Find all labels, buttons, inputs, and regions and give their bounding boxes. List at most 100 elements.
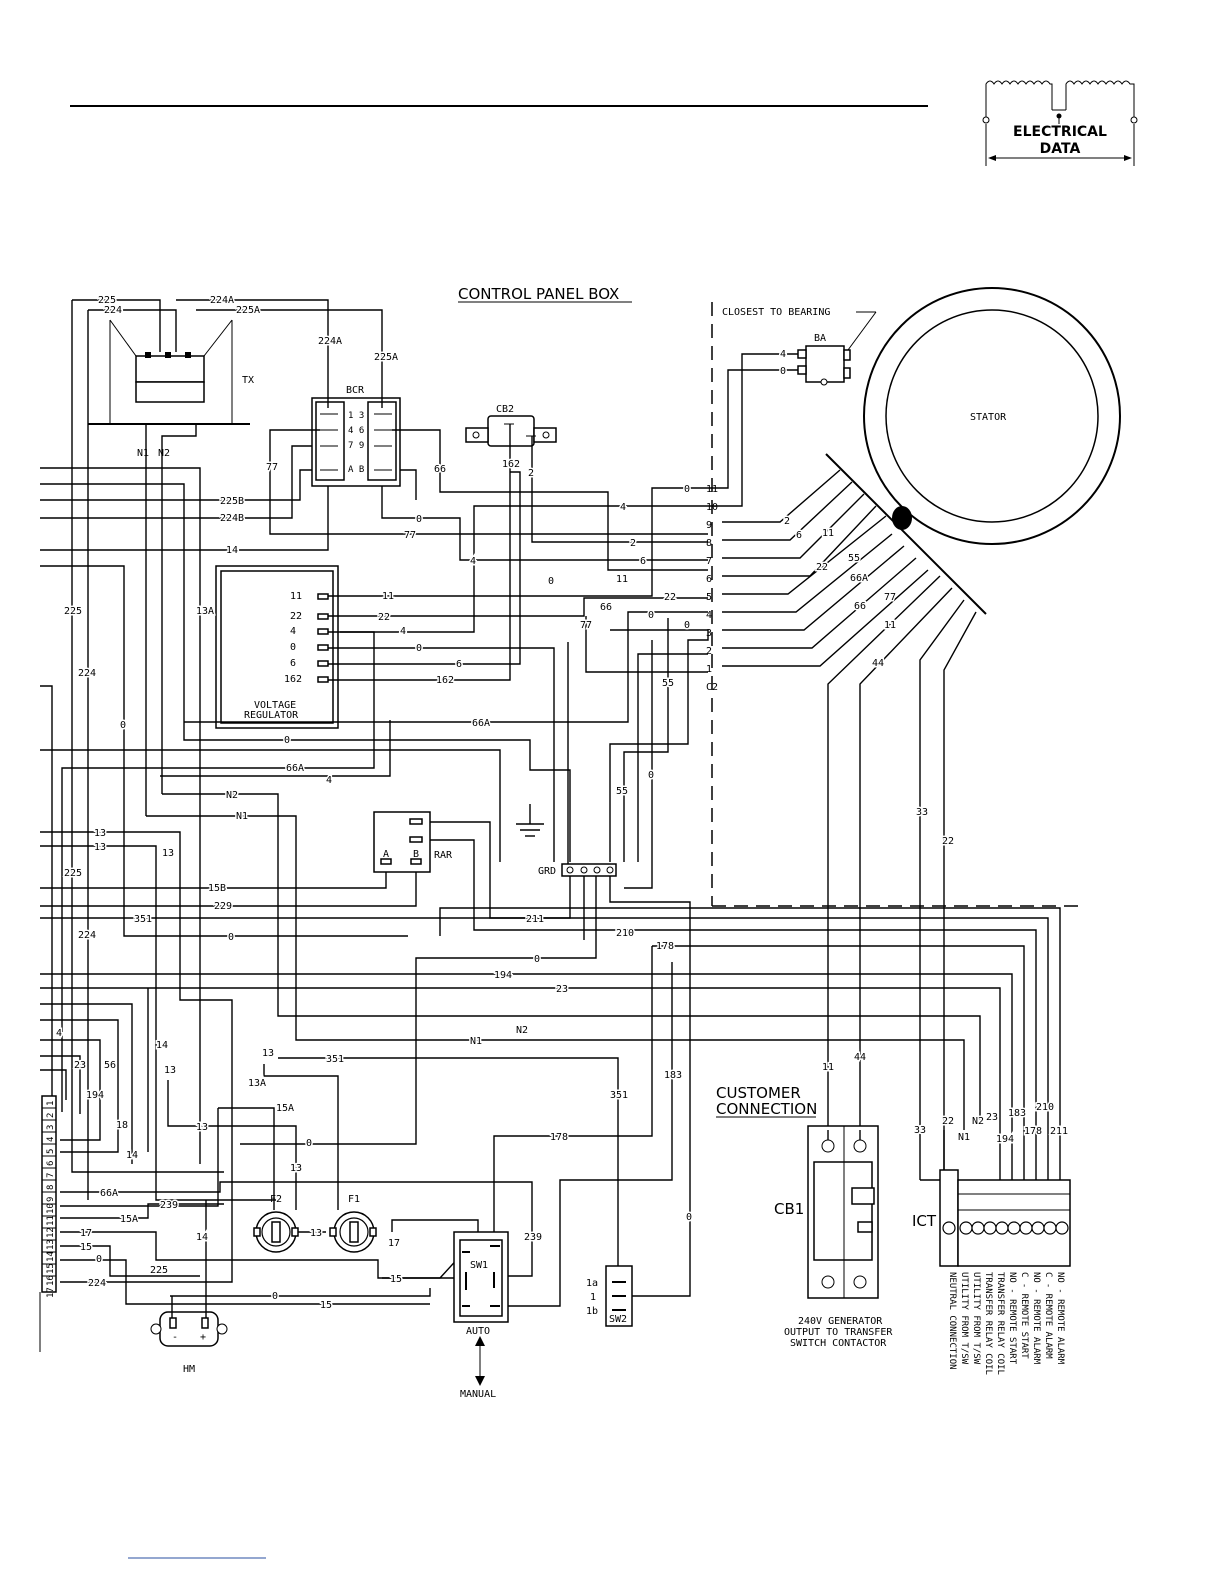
strip-pin-5: 5 (46, 1149, 56, 1154)
wire-label-14: 14 (226, 545, 238, 556)
wire-label-13-low: 13 (262, 1048, 274, 1059)
closest-to-bearing: CLOSEST TO BEARING (722, 307, 830, 318)
grd-label: GRD (538, 866, 556, 877)
wire-label-13A-low: 13A (248, 1078, 266, 1089)
wire-label-4-ba: 4 (780, 349, 786, 360)
wire-label-194-strip: 194 (86, 1090, 104, 1101)
wire-label-13-fuse: 13 (310, 1228, 322, 1239)
wire-label-13-b: 13 (94, 842, 106, 853)
wire-label-17-strip: 17 (80, 1228, 92, 1239)
stator-lead-44: 44 (872, 658, 884, 669)
wire-label-225-top: 225 (98, 295, 116, 306)
wire-label-11-line: 11 (616, 574, 628, 585)
ict-terminal-block: ICT NEUTRAL CONNECTION UTILITY FROM T/SW… (912, 1101, 1071, 1375)
wire-label-183: 183 (664, 1070, 682, 1081)
wire-label-0-f: 0 (306, 1138, 312, 1149)
wire-label-0-sw2: 0 (686, 1212, 692, 1223)
wire-label-N1: N1 (236, 811, 248, 822)
sw1-label: SW1 (470, 1260, 488, 1271)
ict-desc-9: NO - REMOTE ALARM (1055, 1272, 1065, 1365)
wire-label-0-mid: 0 (284, 735, 290, 746)
wire-label-44-cb1: 44 (854, 1052, 866, 1063)
wire-label-162-vr: 162 (436, 675, 454, 686)
wire-label-77-line: 77 (404, 530, 416, 541)
c2-pin-10: 10 (706, 502, 718, 513)
wire-label-239-left: 239 (160, 1200, 178, 1211)
switch-sw1: SW1 AUTO MANUAL (453, 1231, 509, 1400)
wire-label-0-bcr: 0 (416, 514, 422, 525)
ict-desc-4: TRANSFER RELAY COIL (995, 1272, 1005, 1375)
sw1-auto: AUTO (466, 1326, 490, 1337)
wire-label-224B: 224B (220, 513, 244, 524)
ict-wire-194: 194 (996, 1134, 1014, 1145)
wire-label-13-c: 13 (162, 848, 174, 859)
ict-desc-2: UTILITY FROM T/SW (971, 1272, 981, 1365)
wire-label-66A-left: 66A (286, 763, 304, 774)
wire-label-225A-top: 225A (236, 305, 260, 316)
wire-label-0-strip: 0 (96, 1254, 102, 1265)
ict-wire-N2: N2 (972, 1116, 984, 1127)
stator-lead-77: 77 (884, 592, 896, 603)
ict-wire-33: 33 (914, 1125, 926, 1136)
wire-label-14-hm: 14 (196, 1232, 208, 1243)
switch-sw2: 1a 1 1b SW2 (586, 1265, 633, 1327)
electrical-data-logo: ELECTRICAL DATA (982, 80, 1138, 166)
wire-label-22-vr: 22 (378, 612, 390, 623)
wire-label-56-strip: 56 (104, 1060, 116, 1071)
ict-wire-211: 211 (1050, 1126, 1068, 1137)
wire-label-33: 33 (916, 807, 928, 818)
wire-label-4-c2: 4 (620, 502, 626, 513)
strip-pin-9: 9 (46, 1197, 56, 1202)
rar-relay: A B RAR (373, 811, 453, 873)
sw2-pin-1a: 1a (586, 1278, 598, 1289)
c2-pin-5: 5 (706, 592, 712, 603)
n1-label: N1 (137, 448, 149, 459)
cb1-desc-line2: OUTPUT TO TRANSFER (784, 1327, 893, 1338)
hm-minus: - (172, 1332, 178, 1343)
wire-label-13-strip: 13 (164, 1065, 176, 1076)
vr-label-line2: REGULATOR (244, 710, 299, 721)
ict-label: ICT (912, 1212, 937, 1230)
wire-label-211: 211 (526, 914, 544, 925)
customer-connection-line2: CONNECTION (716, 1100, 817, 1118)
wire-label-66A: 66A (472, 718, 490, 729)
c2-label: C2 (706, 682, 718, 693)
n2-label: N2 (158, 448, 170, 459)
wire-label-15-hm: 15 (320, 1300, 332, 1311)
wire-labels: 225 224 224A 225A 224A 225A 225B 224B 14… (55, 294, 956, 1313)
bcr-pins-79: 7 9 (348, 441, 364, 451)
wire-label-225B: 225B (220, 496, 244, 507)
wire-label-17-sw: 17 (388, 1238, 400, 1249)
c2-pin-1: 1 (706, 664, 712, 675)
ict-wire-N1: N1 (958, 1132, 970, 1143)
terminal-strip: 1 2 3 4 5 6 7 8 9 10 11 12 13 14 15 16 1… (39, 1095, 57, 1352)
cb2-label: CB2 (496, 404, 514, 415)
wire-label-224A-top: 224A (210, 295, 234, 306)
bcr-pins-46: 4 6 (348, 426, 364, 436)
wire-label-11-vr: 11 (382, 591, 394, 602)
vr-terminal-4: 4 (290, 626, 296, 637)
strip-pin-2: 2 (46, 1113, 56, 1118)
strip-pin-4: 4 (46, 1137, 56, 1142)
wire-label-0-vert3: 0 (684, 620, 690, 631)
wire-label-0-vert: 0 (548, 576, 554, 587)
ba-label: BA (814, 333, 826, 344)
control-panel-box-title: CONTROL PANEL BOX (458, 285, 619, 303)
wire-label-0-left: 0 (120, 720, 126, 731)
wire-label-224-low: 224 (78, 930, 96, 941)
wire-label-239-right: 239 (524, 1232, 542, 1243)
wire-label-178-top: 178 (656, 941, 674, 952)
wire-label-6-line: 6 (640, 556, 646, 567)
strip-pin-14: 14 (46, 1251, 56, 1262)
wire-label-4-vr: 4 (400, 626, 406, 637)
wire-label-66-vert: 66 (600, 602, 612, 613)
strip-pin-10: 10 (46, 1203, 56, 1214)
ict-desc-0: NEUTRAL CONNECTION (947, 1272, 957, 1370)
stator-lead-11b: 11 (884, 620, 896, 631)
hour-meter-hm: - + HM (150, 1296, 228, 1375)
c2-pin-11: 11 (706, 484, 718, 495)
wire-label-351-left: 351 (134, 914, 152, 925)
cb1-label: CB1 (774, 1200, 804, 1218)
strip-pin-12: 12 (46, 1227, 56, 1238)
rar-a: A (383, 849, 389, 860)
